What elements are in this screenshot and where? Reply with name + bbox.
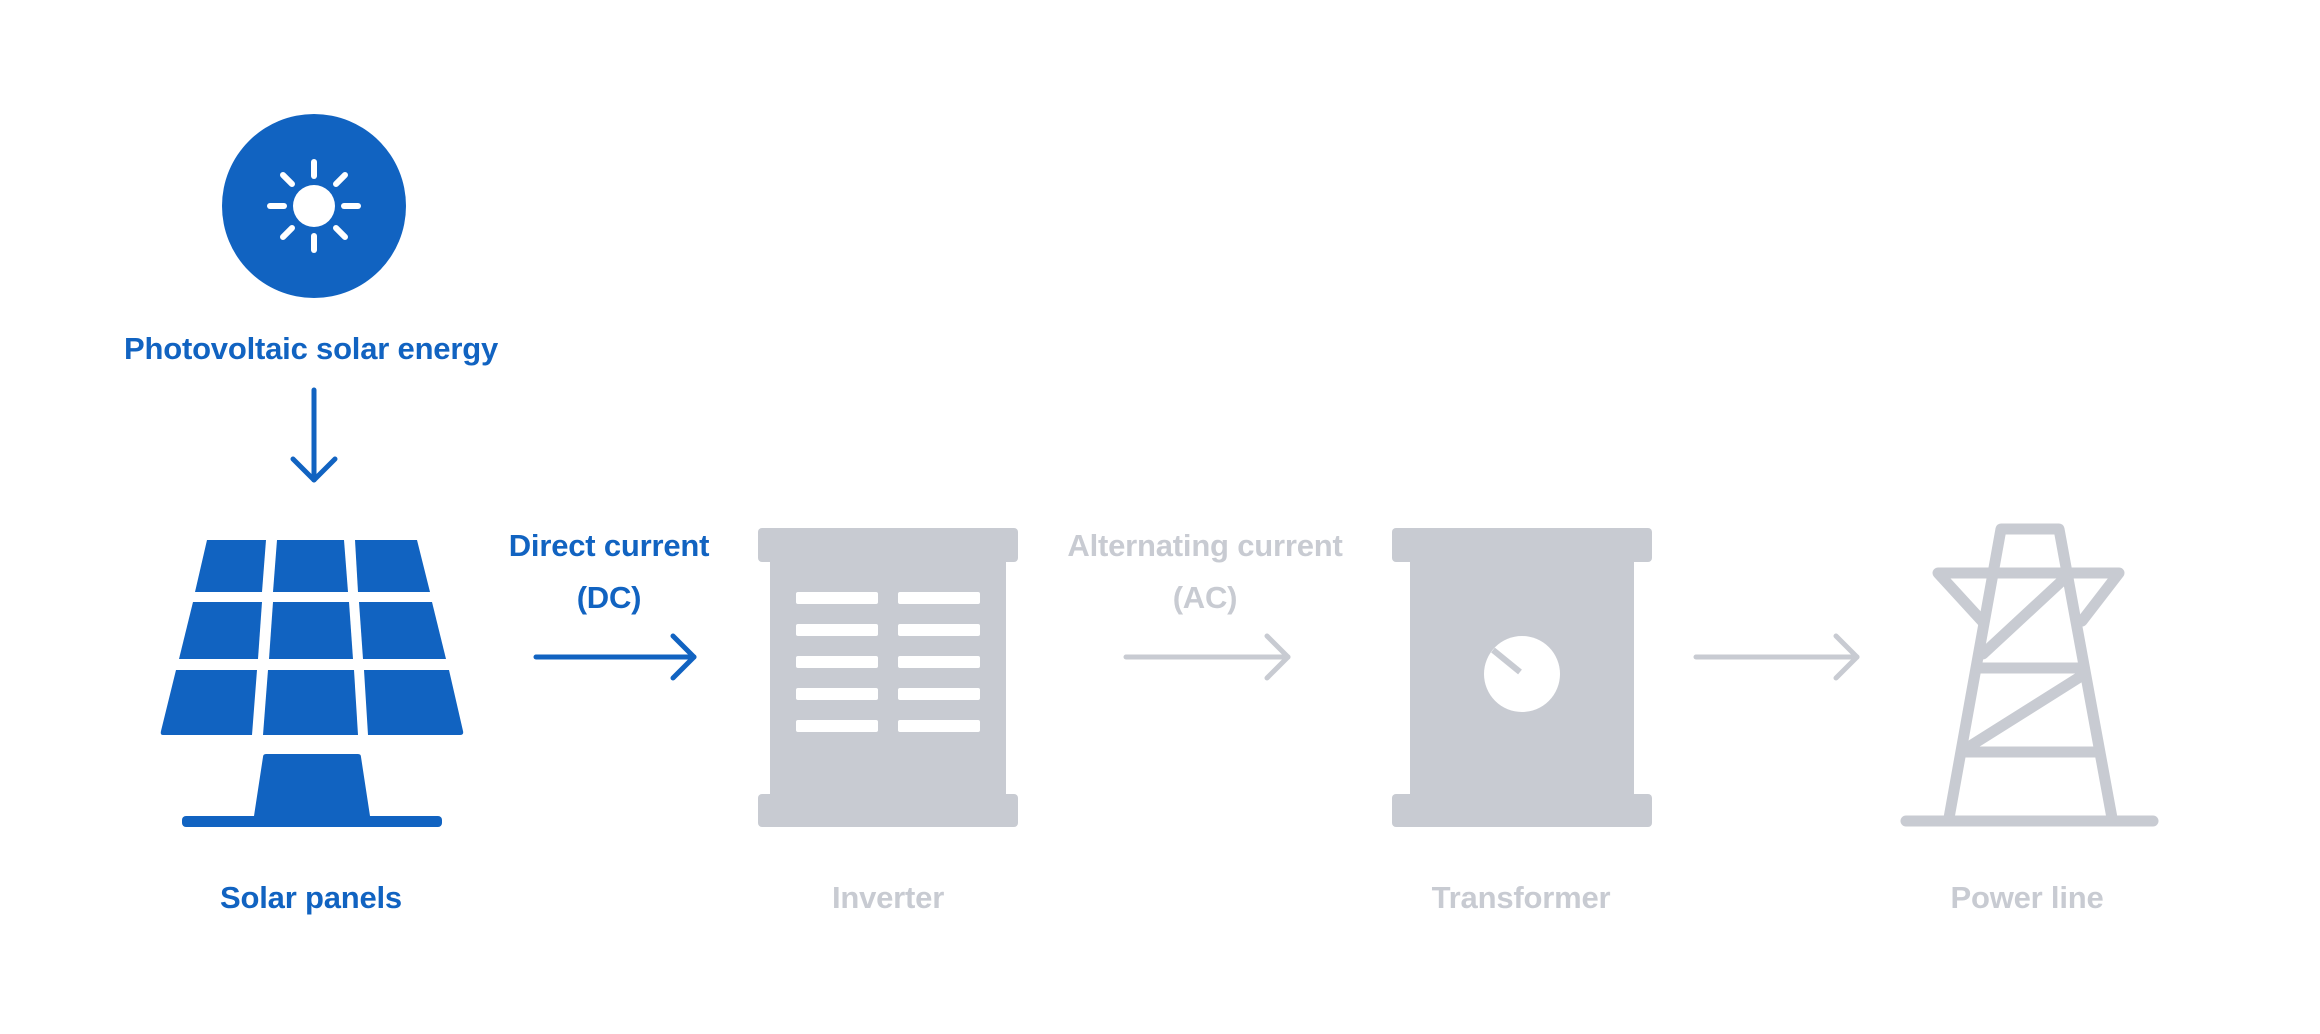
inverter-vent-slat (898, 624, 980, 636)
inverter-icon (758, 528, 1018, 827)
connector-arrow-grid (1693, 633, 1860, 681)
stage-label-transformer: Transformer (1431, 880, 1611, 915)
inverter-vent-slat (898, 720, 980, 732)
inverter-vent-slat (796, 624, 878, 636)
connector-arrow-down (290, 387, 338, 483)
inverter-vent-slat (796, 592, 878, 604)
ac-label-line1: Alternating current (1067, 528, 1343, 563)
inverter-vent-slat (796, 656, 878, 668)
inverter-vent-slat (796, 720, 878, 732)
ac-label-line2: (AC) (1172, 580, 1238, 615)
power-tower-icon (1900, 523, 2159, 827)
source-label: Photovoltaic solar energy (124, 331, 498, 366)
connector-arrow-dc (533, 633, 697, 681)
inverter-vent-slat (796, 688, 878, 700)
stage-label-power-line: Power line (1950, 880, 2104, 915)
sun-icon (222, 114, 406, 298)
connector-arrow-ac (1123, 633, 1291, 681)
solar-panel-icon (160, 540, 464, 827)
transformer-dial-needle (1491, 647, 1522, 675)
transformer-icon (1392, 528, 1652, 827)
inverter-vent-slat (898, 688, 980, 700)
dc-label-line2: (DC) (576, 580, 642, 615)
inverter-vent-slat (898, 656, 980, 668)
inverter-vent-slat (898, 592, 980, 604)
transformer-dial (1484, 636, 1560, 712)
stage-label-inverter: Inverter (831, 880, 945, 915)
dc-label-line1: Direct current (508, 528, 710, 563)
stage-label-solar-panels: Solar panels (220, 880, 402, 915)
